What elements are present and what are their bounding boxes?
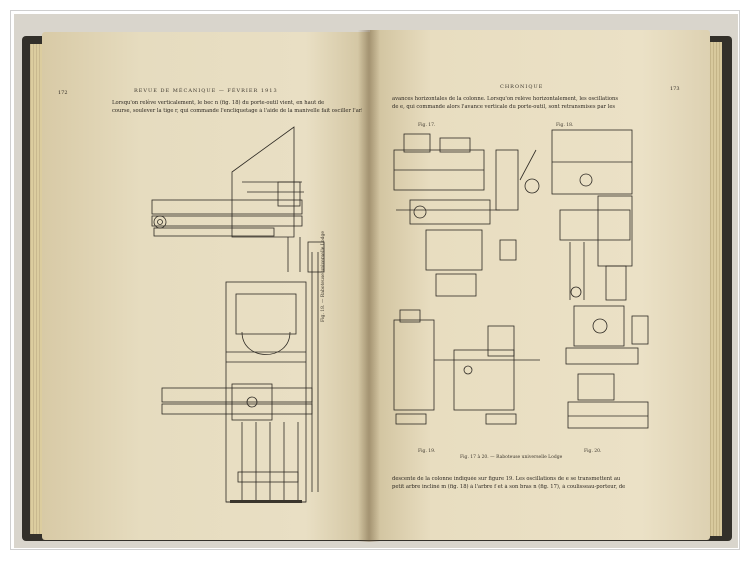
right-figures-drawing (393, 129, 649, 429)
left-text-line: Lorsqu'on relève verticalement, le bec n… (112, 100, 325, 106)
book-photo: 172 REVUE DE MÉCANIQUE — FÉVRIER 1913 Lo… (14, 14, 738, 548)
figure-label-18: Fig. 18. (556, 123, 574, 128)
left-figure-caption: Fig. 18. — Raboteuse universelle Lodge (321, 230, 326, 322)
left-figure-drawing (151, 126, 325, 503)
right-page-edges (708, 42, 722, 536)
book-gutter-shadow (358, 30, 380, 542)
left-page-number: 172 (58, 90, 68, 96)
left-running-header: REVUE DE MÉCANIQUE — FÉVRIER 1913 (134, 88, 278, 94)
right-bottom-line: petit arbre incliné m (fig. 18) à l'arbr… (392, 484, 626, 490)
right-running-header: CHRONIQUE (500, 84, 544, 90)
left-page: 172 REVUE DE MÉCANIQUE — FÉVRIER 1913 Lo… (42, 32, 372, 540)
right-figure-caption: Fig. 17 à 20. — Raboteuse universelle Lo… (460, 455, 563, 460)
right-page-number: 173 (670, 86, 680, 92)
figure-label-19: Fig. 19. (418, 449, 436, 454)
left-text-line: course, soulever la tige r, qui commande… (112, 108, 362, 114)
figure-label-20: Fig. 20. (584, 449, 602, 454)
right-text-line: de e, qui commande alors l'avance vertic… (392, 104, 616, 110)
figure-label-17: Fig. 17. (418, 123, 436, 128)
right-text-line: avances horizontales de la colonne. Lors… (392, 96, 618, 102)
right-bottom-line: descente de la colonne indiquée sur figu… (392, 476, 621, 482)
right-page: CHRONIQUE 173 avances horizontales de la… (370, 30, 710, 540)
